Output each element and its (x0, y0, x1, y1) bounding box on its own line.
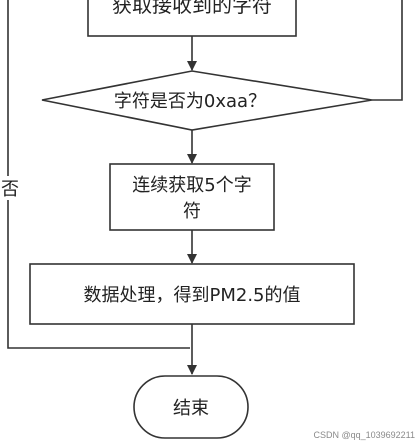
watermark: CSDN @qq_1039692211 (313, 430, 415, 440)
read-five-label-line1: 连续获取5个字 (132, 175, 251, 196)
read-five-box: 连续获取5个字 符 (109, 163, 275, 231)
decision-node: 字符是否为0xaa？ (41, 70, 373, 131)
decision-label: 字符是否为0xaa？ (114, 91, 266, 112)
edge-no-branch (7, 0, 190, 349)
read-five-label-line2: 符 (183, 201, 201, 222)
top-process-label: 获取接收到的字符 (112, 0, 272, 17)
edge-decision-loop-back (372, 0, 403, 101)
process-box: 数据处理，得到PM2.5的值 (29, 263, 355, 325)
process-label: 数据处理，得到PM2.5的值 (83, 285, 300, 306)
end-label: 结束 (173, 398, 209, 419)
top-process-box: 获取接收到的字符 (87, 0, 297, 37)
end-node: 结束 (133, 375, 249, 439)
edge-label-no: 否 (1, 179, 19, 200)
